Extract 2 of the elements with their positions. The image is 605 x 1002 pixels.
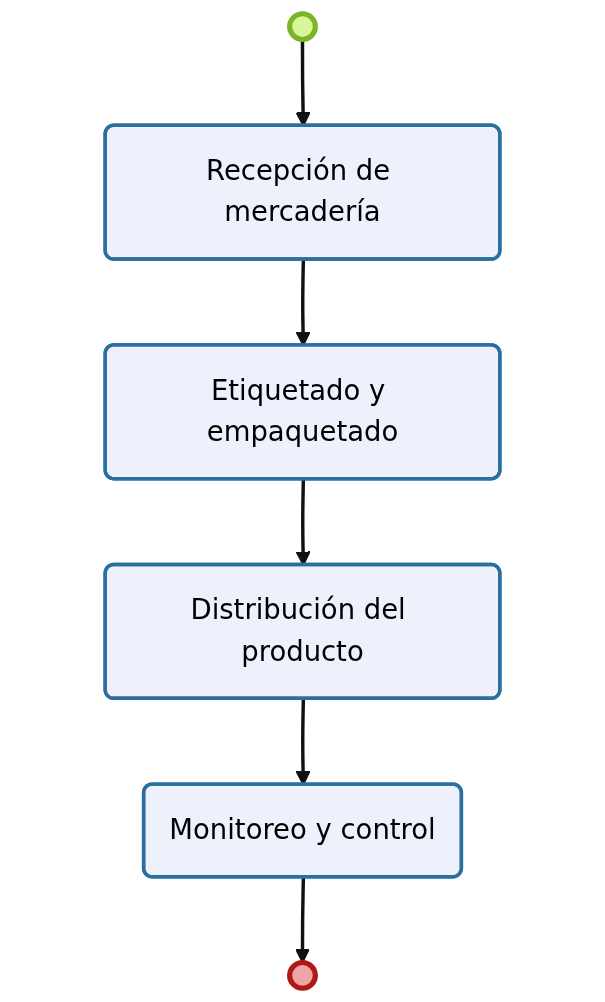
node-circle <box>287 959 318 991</box>
node-circle <box>287 11 318 43</box>
